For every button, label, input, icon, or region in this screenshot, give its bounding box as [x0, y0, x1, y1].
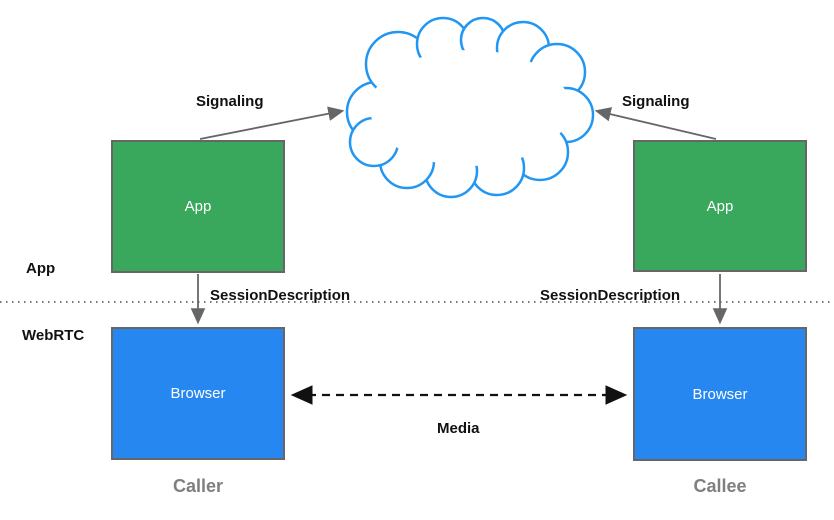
signaling-label-right: Signaling: [622, 93, 690, 110]
session-description-label-left: SessionDescription: [210, 287, 351, 304]
browser-box-caller-label: Browser: [170, 385, 226, 402]
app-box-callee: App: [633, 140, 807, 272]
signaling-label-left: Signaling: [196, 93, 264, 110]
browser-box-callee-label: Browser: [692, 385, 748, 403]
layer-label-webrtc: WebRTC: [22, 327, 85, 344]
app-box-caller: App: [111, 140, 285, 273]
media-label: Media: [437, 420, 480, 437]
app-box-callee-label: App: [706, 197, 734, 215]
signaling-arrow-left: [199, 106, 345, 140]
caller-label: Caller: [172, 476, 224, 496]
app-box-caller-label: App: [184, 198, 212, 215]
callee-label: Callee: [693, 476, 747, 496]
network-cloud-icon: [345, 16, 595, 199]
signaling-arrow-right: [594, 107, 717, 140]
browser-box-callee: Browser: [633, 327, 807, 461]
browser-box-caller: Browser: [111, 327, 285, 460]
session-description-label-right: SessionDescription: [540, 287, 681, 304]
layer-label-app: App: [26, 260, 56, 277]
